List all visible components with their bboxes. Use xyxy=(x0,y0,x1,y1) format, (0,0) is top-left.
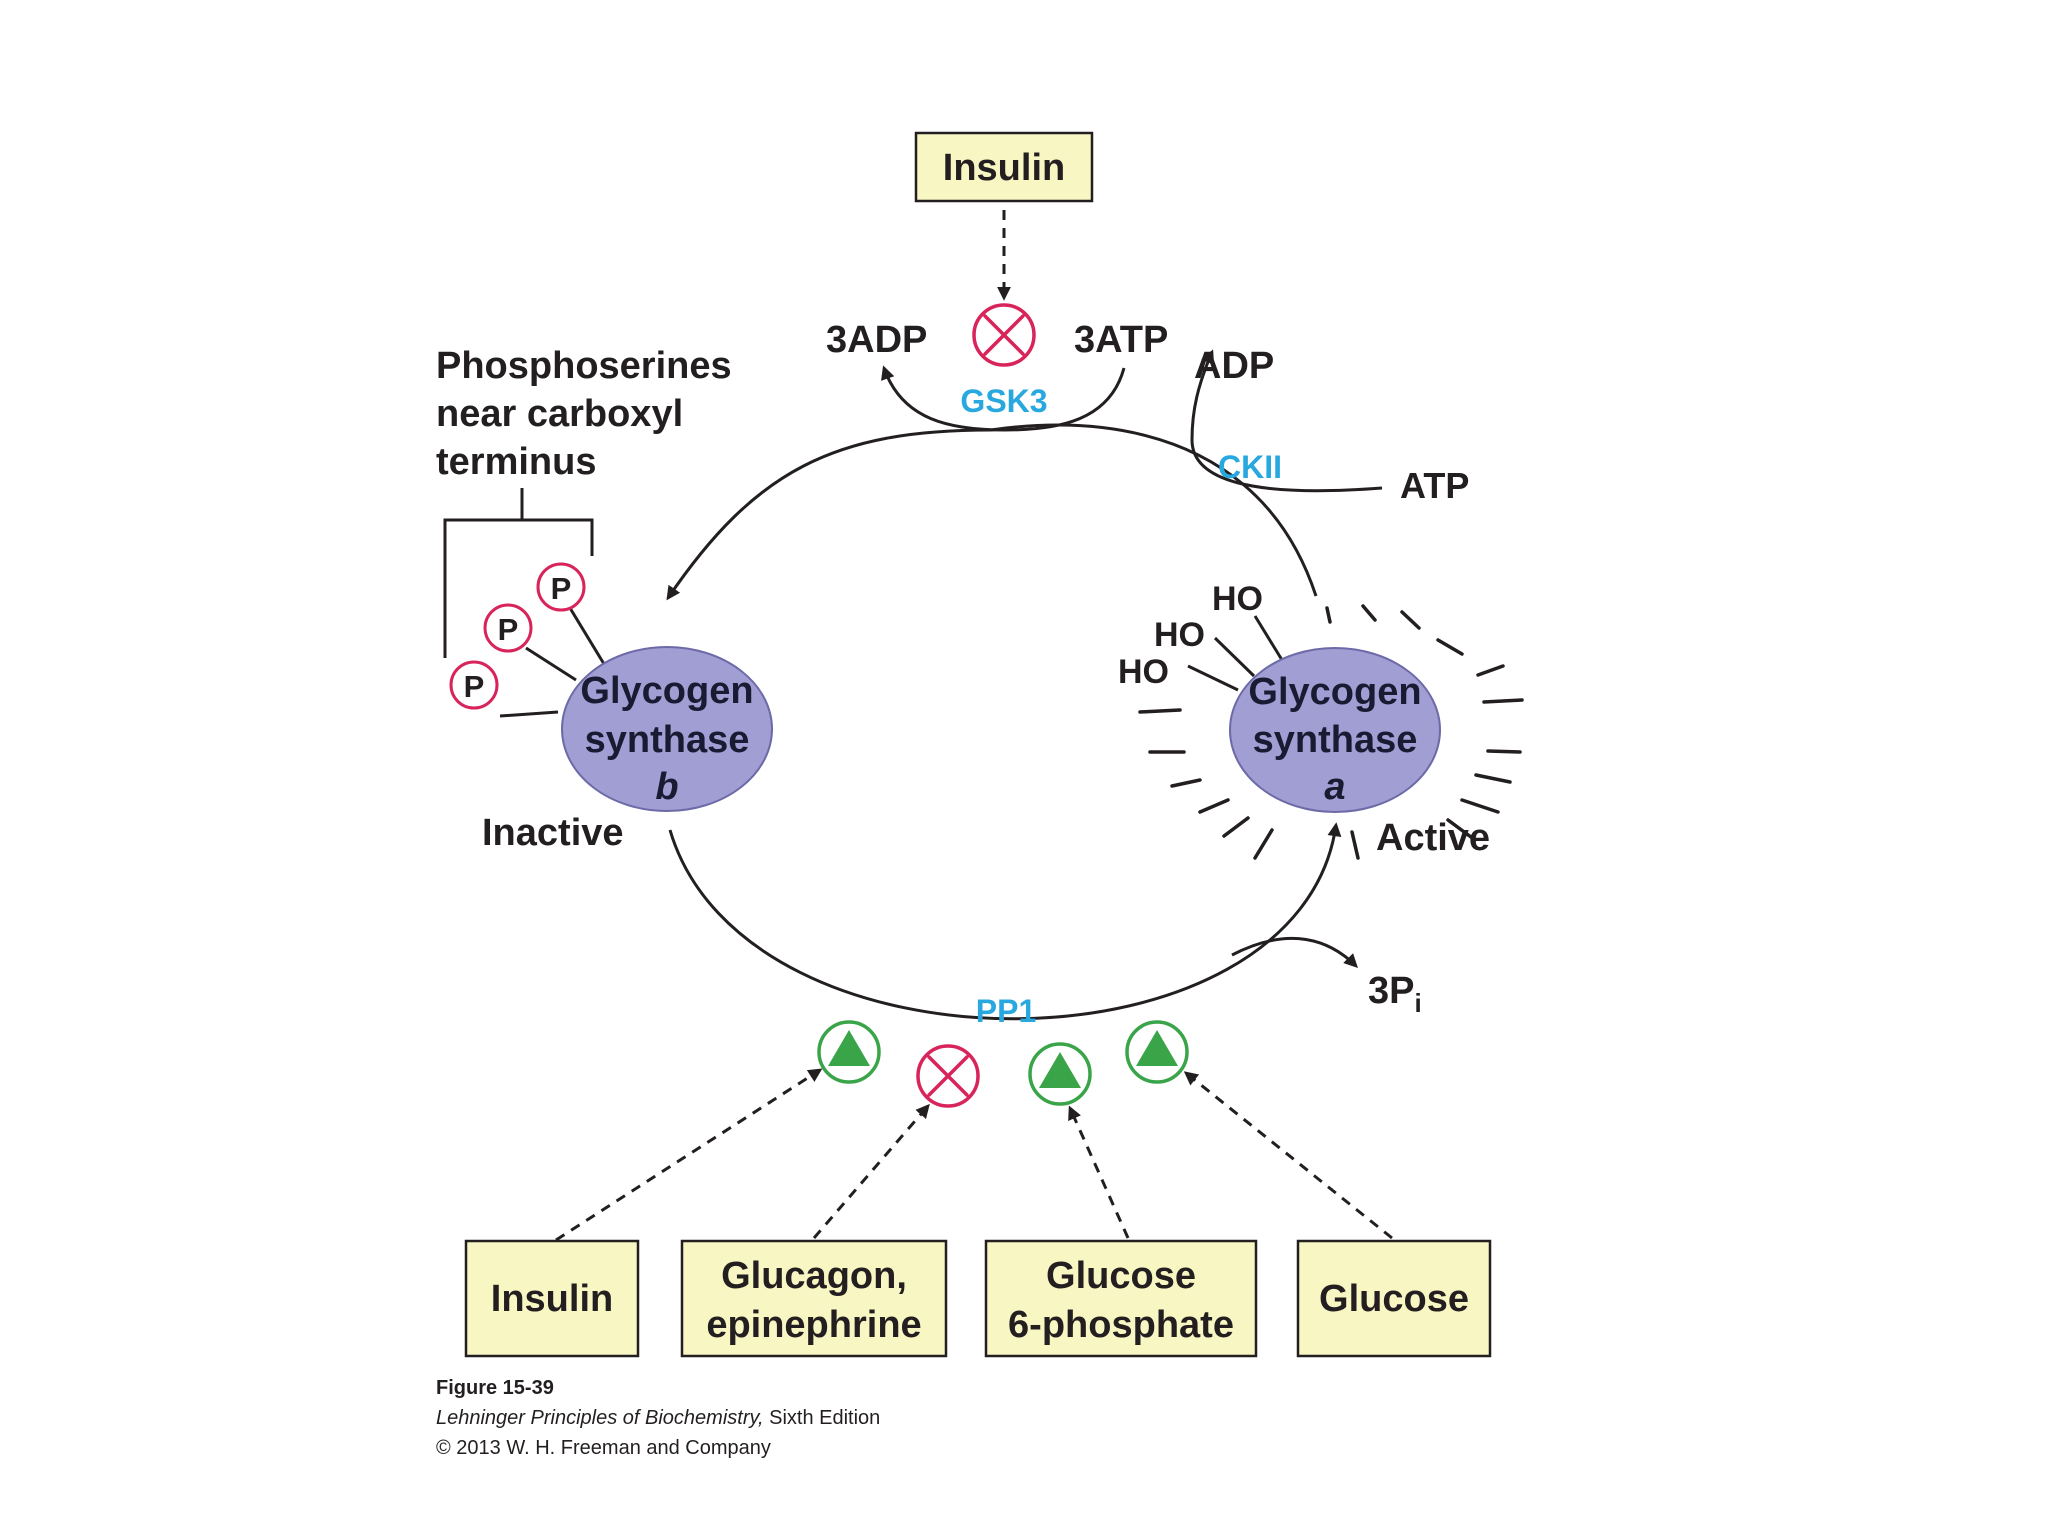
inactive-label: Inactive xyxy=(482,812,624,854)
svg-text:HO: HO xyxy=(1118,653,1169,691)
atp-label: ATP xyxy=(1400,465,1469,506)
svg-text:P: P xyxy=(498,612,519,647)
gsk3-atp-adp-loop xyxy=(881,365,1126,432)
adp3-label: 3ADP xyxy=(826,319,927,361)
figure-caption-book: Lehninger Principles of Biochemistry, Si… xyxy=(436,1407,880,1429)
pp1-pi-release-arrow xyxy=(1231,936,1358,968)
svg-text:a: a xyxy=(1324,766,1345,808)
svg-text:Glycogen: Glycogen xyxy=(580,670,753,712)
insulin-activation-icon xyxy=(817,1020,881,1084)
svg-text:Glucose: Glucose xyxy=(1319,1278,1469,1320)
phosphoserine-bracket xyxy=(443,488,594,658)
pi3-label: 3Pi xyxy=(1368,970,1422,1018)
insulin-input-bottom: Insulin xyxy=(464,1239,640,1358)
hydroxyl-groups: HO HO HO xyxy=(1118,580,1284,692)
glucose-input: Glucose xyxy=(1296,1239,1492,1358)
gsk3-enzyme-label: GSK3 xyxy=(960,383,1047,419)
phosphate-groups: P P P xyxy=(449,562,606,718)
glucose-to-pp1-dashed-arrow xyxy=(1183,1071,1393,1240)
svg-text:P: P xyxy=(464,669,485,704)
svg-text:epinephrine: epinephrine xyxy=(706,1304,921,1346)
g6p-activation-icon xyxy=(1028,1042,1092,1106)
pp1-enzyme-label: PP1 xyxy=(976,993,1036,1029)
phosphoserine-note-line3: terminus xyxy=(436,441,596,483)
ckii-enzyme-label: CKII xyxy=(1218,449,1282,485)
phosphoserine-note-line2: near carboxyl xyxy=(436,393,683,435)
glucagon-to-pp1-dashed-arrow xyxy=(812,1103,930,1239)
svg-text:HO: HO xyxy=(1212,580,1263,618)
g6p-to-pp1-dashed-arrow xyxy=(1068,1105,1130,1239)
glucose-6-phosphate-input: Glucose 6-phosphate xyxy=(984,1239,1258,1358)
figure-caption-number: Figure 15-39 xyxy=(436,1377,554,1399)
svg-text:synthase: synthase xyxy=(1253,719,1418,761)
svg-text:Glycogen: Glycogen xyxy=(1248,671,1421,713)
svg-text:3Pi: 3Pi xyxy=(1368,970,1422,1018)
figure-caption-copyright: © 2013 W. H. Freeman and Company xyxy=(436,1437,771,1459)
ckii-atp-adp-loop xyxy=(1190,349,1383,493)
insulin-input-top: Insulin xyxy=(914,131,1094,203)
svg-text:6-phosphate: 6-phosphate xyxy=(1008,1304,1234,1346)
adp-label: ADP xyxy=(1194,345,1274,387)
svg-text:HO: HO xyxy=(1154,616,1205,654)
glycogen-synthase-b: Glycogen synthase b xyxy=(561,646,773,812)
svg-text:b: b xyxy=(655,766,678,808)
svg-text:Insulin: Insulin xyxy=(943,147,1065,189)
active-radiance-lines xyxy=(1138,604,1524,860)
glycogen-synthase-a: Glycogen synthase a xyxy=(1229,647,1441,813)
svg-text:Glucose: Glucose xyxy=(1046,1255,1196,1297)
phosphoserine-note-line1: Phosphoserines xyxy=(436,345,732,387)
dephosphorylation-arc xyxy=(668,822,1342,1021)
gsk3-inhibition-icon xyxy=(972,303,1036,367)
insulin-to-pp1-dashed-arrow xyxy=(555,1068,823,1242)
svg-text:P: P xyxy=(551,571,572,606)
svg-text:Glucagon,: Glucagon, xyxy=(721,1255,907,1297)
glucagon-inhibition-icon xyxy=(916,1044,980,1108)
active-label: Active xyxy=(1376,817,1490,859)
glucose-activation-icon xyxy=(1125,1020,1189,1084)
svg-text:Insulin: Insulin xyxy=(491,1278,613,1320)
atp3-label: 3ATP xyxy=(1074,319,1168,361)
glucagon-epinephrine-input: Glucagon, epinephrine xyxy=(680,1239,948,1358)
svg-text:synthase: synthase xyxy=(585,719,750,761)
